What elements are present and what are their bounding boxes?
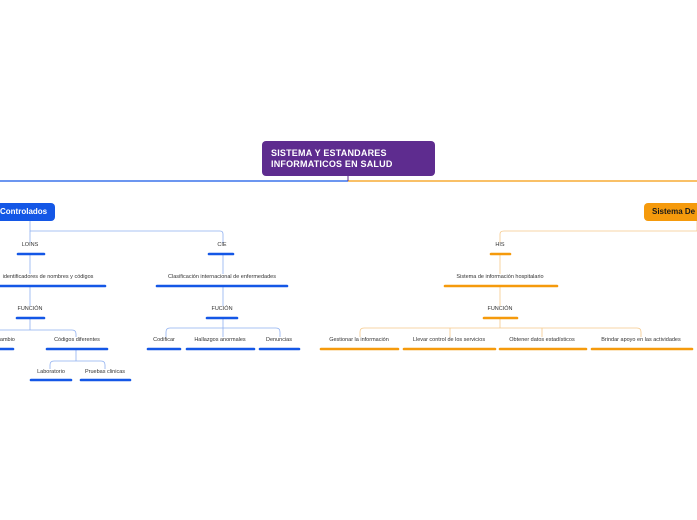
topic-his[interactable]: HIS	[495, 242, 505, 248]
central-topic-line1: SISTEMA Y ESTANDARES	[271, 148, 387, 158]
topic-gestionar-informacion[interactable]: Gestionar la información	[329, 337, 389, 343]
topic-codificar[interactable]: Codificar	[153, 337, 175, 343]
topic-funcion-loins[interactable]: FUNCIÓN	[17, 306, 43, 312]
topic-identificadores[interactable]: identificadores de nombres y códigos	[2, 274, 94, 280]
central-topic-line2: INFORMATICOS EN SALUD	[271, 159, 393, 169]
topic-clasificacion-internacional[interactable]: Clasificación internacional de enfermeda…	[168, 274, 276, 280]
branch-sistema-de[interactable]: Sistema De	[644, 203, 697, 221]
topic-obtener-datos[interactable]: Obtener datos estadísticos	[509, 337, 575, 343]
topic-brindar-apoyo[interactable]: Brindar apoyo en las actividades	[601, 337, 681, 343]
topic-pruebas-clinicas[interactable]: Pruebas clinicas	[84, 369, 126, 375]
topic-cambio[interactable]: cambio	[0, 337, 15, 343]
topic-denuncias[interactable]: Denuncias	[266, 337, 292, 343]
topic-cie[interactable]: CIE	[217, 242, 227, 248]
topic-laboratorio[interactable]: Laboratorio	[37, 369, 65, 375]
topic-fucion-cie[interactable]: FUCIÓN	[211, 306, 233, 312]
central-topic[interactable]: SISTEMA Y ESTANDARES INFORMATICOS EN SAL…	[262, 141, 435, 176]
topic-hallazgos-anormales[interactable]: Hallazgos anormales	[194, 337, 246, 343]
topic-loins[interactable]: LOINS	[21, 242, 39, 248]
topic-funcion-his[interactable]: FUNCIÓN	[487, 306, 513, 312]
topic-llevar-control[interactable]: Llevar control de los servicios	[412, 337, 486, 343]
topic-codigos-diferentes[interactable]: Códigos diferentes	[54, 337, 100, 343]
branch-controlados[interactable]: Controlados	[0, 203, 55, 221]
topic-sistema-informacion-hospitalario[interactable]: Sistema de información hospitalario	[456, 274, 544, 280]
